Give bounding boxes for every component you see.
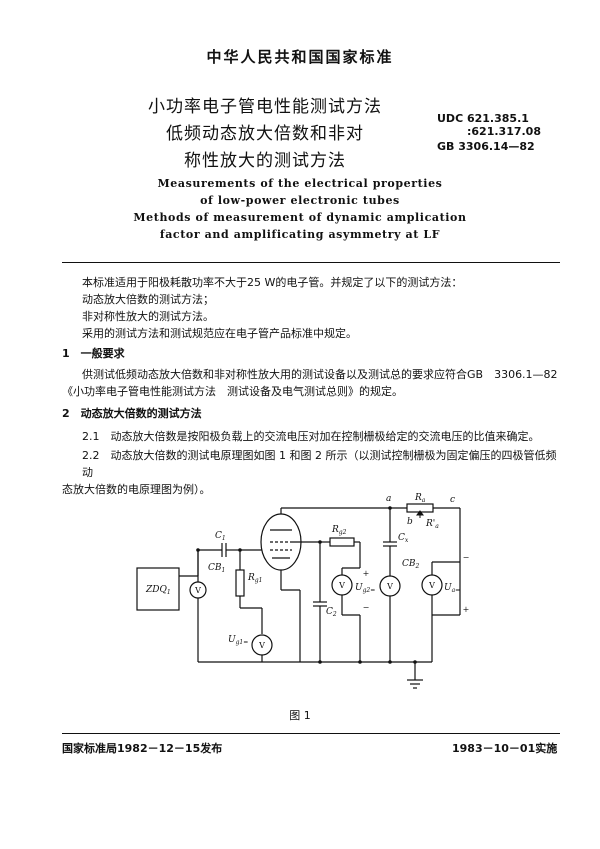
section-2-2: 2.2 动态放大倍数的测试电原理图如图 1 和图 2 所示（以测试控制栅极为固定… bbox=[62, 449, 557, 496]
meter-cb2-v: V bbox=[386, 582, 393, 591]
footer-effective-date: 1983－10－01实施 bbox=[452, 742, 558, 755]
label-ug2: Ug2= bbox=[355, 583, 375, 594]
label-rg1: Rg1 bbox=[247, 573, 262, 584]
meter-ua-v: V bbox=[428, 581, 435, 590]
label-ra-prime: R'a bbox=[425, 519, 439, 530]
figure-caption: 图 1 bbox=[289, 709, 311, 722]
title-en-line3: Methods of measurement of dynamic amplic… bbox=[133, 211, 467, 224]
title-en-line1: Measurements of the electrical propertie… bbox=[157, 177, 443, 190]
meter-ug2-v: V bbox=[338, 581, 345, 590]
minus-ua: − bbox=[463, 553, 470, 562]
section-2-1: 2.1 动态放大倍数是按阳极负载上的交流电压对加在控制栅极给定的交流电压的比值来… bbox=[82, 430, 540, 443]
label-rg2: Rg2 bbox=[331, 525, 347, 536]
udc-code: UDC 621.385.1 :621.317.08 bbox=[437, 112, 541, 138]
label-ra: Ra bbox=[414, 493, 426, 504]
plus-ug2: + bbox=[363, 569, 370, 578]
node-c: c bbox=[450, 495, 455, 505]
meter-cb1-v: V bbox=[194, 586, 201, 595]
footer-issue-date: 国家标准局1982－12－15发布 bbox=[62, 742, 223, 755]
label-ug1: Ug1= bbox=[228, 635, 248, 646]
title-cn-line2: 低频动态放大倍数和非对 bbox=[166, 124, 364, 144]
section-1-title: 1 一般要求 bbox=[62, 347, 125, 360]
title-en: Measurements of the electrical propertie… bbox=[100, 175, 500, 243]
label-zdq: ZDQ1 bbox=[145, 585, 171, 596]
section-1-text: 供测试低频动态放大倍数和非对称性放大用的测试设备以及测试总的要求应符合GB 33… bbox=[62, 368, 558, 398]
label-cx: Cx bbox=[398, 533, 409, 544]
footer-divider bbox=[62, 733, 560, 734]
signal-generator-box bbox=[136, 567, 180, 611]
node-a: a bbox=[386, 494, 391, 504]
title-cn-line3: 称性放大的测试方法 bbox=[184, 151, 346, 171]
gb-code: GB 3306.14—82 bbox=[437, 140, 535, 153]
label-cb2: CB2 bbox=[402, 559, 420, 570]
title-en-line4: factor and amplificating asymmetry at LF bbox=[159, 228, 441, 241]
title-en-line2: of low-power electronic tubes bbox=[200, 194, 400, 207]
plus-ua: + bbox=[463, 605, 470, 614]
label-cb1: CB1 bbox=[208, 563, 225, 574]
meter-ug1-v: V bbox=[258, 641, 265, 650]
divider bbox=[62, 262, 560, 263]
title-cn-line1: 小功率电子管电性能测试方法 bbox=[148, 97, 382, 117]
circuit-diagram-figure-1: C1 CB1 ZDQ1 Rg1 Ug1= Rg2 Ug2= C2 Cx Ra R… bbox=[136, 493, 470, 689]
label-c2: C2 bbox=[326, 607, 337, 618]
label-c1: C1 bbox=[215, 531, 226, 542]
standard-header: 中华人民共和国国家标准 bbox=[206, 48, 394, 66]
minus-ug2: − bbox=[363, 603, 370, 612]
section-2-title: 2 动态放大倍数的测试方法 bbox=[62, 407, 202, 420]
label-ua: Ua= bbox=[444, 583, 460, 594]
intro: 本标准适用于阳极耗散功率不大于25 W的电子管。并规定了以下的测试方法： 动态放… bbox=[82, 276, 463, 340]
node-b: b bbox=[407, 517, 413, 527]
